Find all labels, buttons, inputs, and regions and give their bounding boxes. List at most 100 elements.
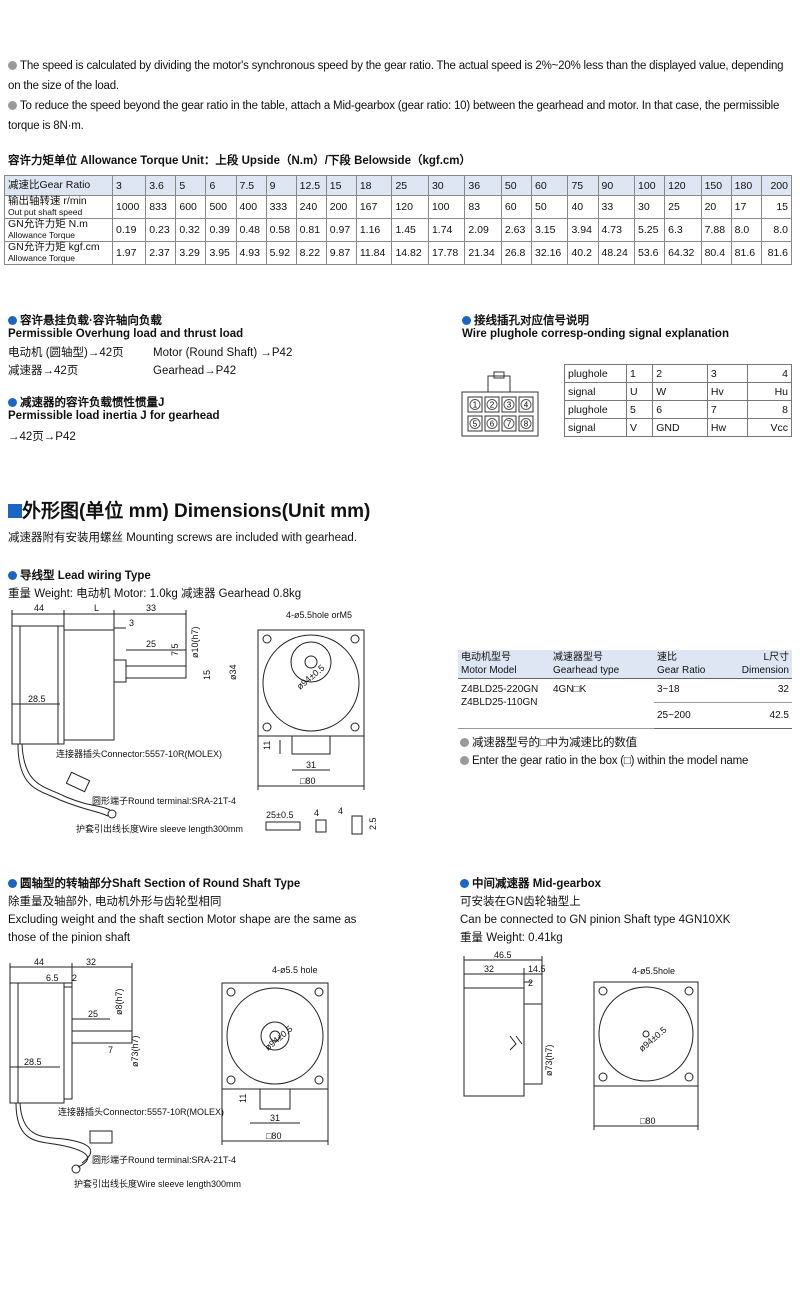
torque-cell: 60 [530,175,569,196]
connector-pin-ring [503,418,515,429]
torque-cell: 4.93 [235,241,267,265]
svg-text:7: 7 [108,1045,113,1055]
connector-pin-label: 4 [524,401,529,410]
torque-cell: 3 [111,175,147,196]
svg-text:4: 4 [338,806,343,816]
signal-cell: V [625,418,654,437]
torque-cell: 0.58 [265,218,297,242]
round-shaft-header: 圆轴型的转轴部分Shaft Section of Round Shaft Typ… [8,878,357,944]
torque-cell: 8.0 [730,218,762,242]
torque-cell: 1.97 [111,241,147,265]
torque-cell: 3.6 [145,175,177,196]
connector-pin [484,396,500,413]
shaft [125,665,187,679]
svg-text:33: 33 [146,603,156,613]
torque-cell: 5.25 [634,218,666,242]
torque-cell: 120 [391,195,429,219]
svg-text:连接器插头Connector:5557-10R(MOLEX): 连接器插头Connector:5557-10R(MOLEX) [58,1106,224,1117]
torque-cell: 8.22 [295,241,327,265]
bullet-icon [8,316,17,325]
torque-cell: 0.48 [235,218,267,242]
connector-pin [484,415,500,432]
connector-pin-ring [520,418,532,429]
torque-cell: 83 [464,195,502,219]
torque-cell: 4.73 [597,218,636,242]
torque-cell: 1.16 [355,218,393,242]
torque-cell: 20 [700,195,732,219]
svg-text:3: 3 [129,618,134,628]
svg-text:4-ø5.5 hole: 4-ø5.5 hole [272,965,318,975]
svg-text:28.5: 28.5 [24,1057,42,1067]
torque-cell: 333 [265,195,297,219]
bullet-icon [462,316,471,325]
connector-pin-label: 1 [473,401,478,410]
svg-text:11: 11 [238,1094,248,1103]
torque-cell: 5.92 [265,241,297,265]
torque-cell: 25 [391,175,429,196]
signal-cell: W [652,382,708,401]
svg-text:ø94±0.5: ø94±0.5 [295,663,327,692]
torque-cell: 0.32 [175,218,207,242]
connector-pin [518,396,534,413]
torque-cell: 36 [464,175,502,196]
torque-cell: 6.3 [664,218,702,242]
svg-text:4-ø5.5hole orM5: 4-ø5.5hole orM5 [286,610,352,620]
svg-text:31: 31 [306,760,316,770]
note-speed: The speed is calculated by dividing the … [8,60,784,92]
connector-pin-ring [486,399,498,410]
svg-text:连接器插头Connector:5557-10R(MOLEX): 连接器插头Connector:5557-10R(MOLEX) [56,748,222,759]
torque-cell: 150 [700,175,732,196]
torque-cell: 15 [325,175,357,196]
torque-cell: 500 [205,195,237,219]
connector-pin-ring [469,418,481,429]
svg-text:31: 31 [270,1113,280,1123]
lead-wiring-drawing: 44 L 33 3 25 7.5 ø10(h7) ø34 15 28.5 4-ø… [11,603,378,835]
svg-text:46.5: 46.5 [494,950,512,960]
round-shaft-drawing: 44 32 6.5 2 25 7 ø8(h7) ø73(h7) 28.5 4-ø… [9,957,329,1189]
torque-cell: 15 [760,195,793,219]
torque-table-title: 容许力矩单位 Allowance Torque Unit：上段 Upside（N… [8,155,472,167]
torque-cell: 5 [175,175,207,196]
bullet-icon [8,398,17,407]
signal-cell: Hu [746,382,793,401]
torque-cell: 81.6 [760,241,793,265]
svg-text:28.5: 28.5 [28,694,46,704]
svg-text:ø10(h7): ø10(h7) [190,626,200,658]
overhung-section: 容许悬挂负载·容许轴向负载 Permissible Overhung load … [8,315,293,377]
torque-cell: 833 [145,195,177,219]
connector-pin-label: 6 [490,420,495,429]
svg-text:□80: □80 [266,1131,281,1141]
svg-text:L: L [94,603,99,613]
torque-cell: 8.0 [760,218,793,242]
torque-cell: 30 [427,175,466,196]
bullet-icon [460,756,469,765]
connector-pin-label: 2 [490,401,495,410]
square-bullet-icon [8,504,22,518]
connector-pin [467,396,483,413]
torque-cell: 30 [634,195,666,219]
dimensions-subtitle: 减速器附有安装用螺丝 Mounting screws are included … [8,532,357,544]
signal-cell: U [625,382,654,401]
connector-pin [467,415,483,432]
note-mid-gearbox: To reduce the speed beyond the gear rati… [8,100,780,132]
svg-text:ø94±0.5: ø94±0.5 [637,1025,669,1054]
connector-pin [501,415,517,432]
torque-cell: 40 [567,195,599,219]
connector-pin-ring [486,418,498,429]
torque-cell: 0.39 [205,218,237,242]
signal-cell: Hw [706,418,748,437]
torque-cell: 0.19 [111,218,147,242]
svg-text:□80: □80 [300,776,315,786]
signal-cell: 7 [706,400,748,419]
svg-text:15: 15 [202,670,212,680]
bullet-icon [460,879,469,888]
torque-cell: 50 [530,195,569,219]
svg-text:32: 32 [484,964,494,974]
